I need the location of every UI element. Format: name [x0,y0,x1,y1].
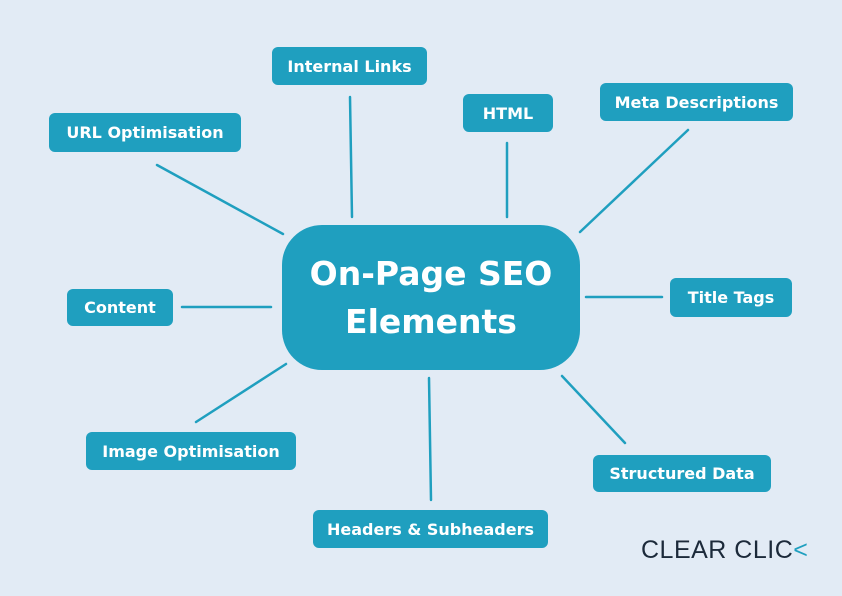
connector-internal-links [348,95,354,219]
logo-chevron-icon: < [793,536,809,564]
node-content: Content [67,289,173,326]
node-url-optimisation: URL Optimisation [49,113,241,152]
connector-image-optimisation [194,362,288,424]
node-html: HTML [463,94,553,132]
node-internal-links: Internal Links [272,47,427,85]
node-image-optimisation: Image Optimisation [86,432,296,470]
node-meta-descriptions: Meta Descriptions [600,83,793,121]
node-structured-data: Structured Data [593,455,771,492]
logo-text: CLEAR CLIC [641,536,794,564]
clear-click-logo: CLEAR CLIC< [641,536,808,565]
connector-headers [427,376,433,502]
connector-meta-descriptions [578,128,690,234]
node-title-tags: Title Tags [670,278,792,317]
central-topic-line2: Elements [345,301,517,341]
central-topic: On-Page SEO Elements [282,225,580,370]
node-headers-subheaders: Headers & Subheaders [313,510,548,548]
central-topic-line1: On-Page SEO [309,253,553,293]
connector-url-optimisation [155,163,285,236]
connector-structured-data [560,374,627,445]
